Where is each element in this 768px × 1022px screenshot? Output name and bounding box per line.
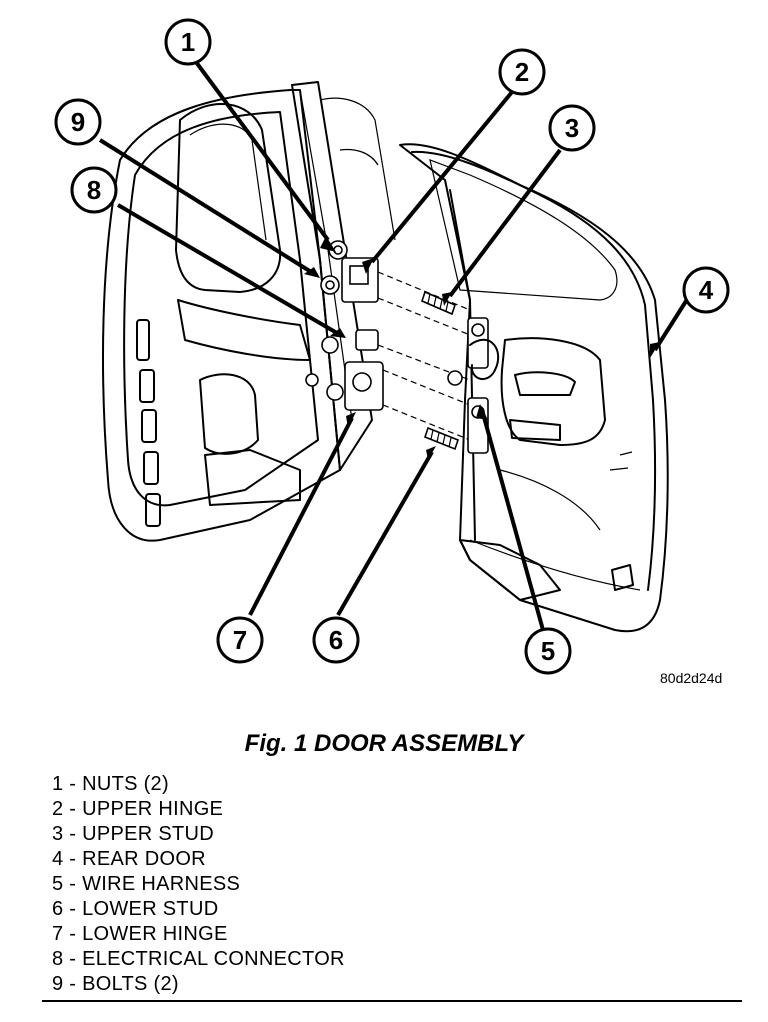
rear-door-illustration xyxy=(399,143,669,633)
callout-9-label: 9 xyxy=(71,107,85,137)
callout-2-label: 2 xyxy=(515,57,529,87)
callout-7-label: 7 xyxy=(233,625,247,655)
callout-9: 9 xyxy=(54,98,102,146)
callout-6-label: 6 xyxy=(329,625,343,655)
callout-7: 7 xyxy=(216,616,264,664)
callout-5-label: 5 xyxy=(541,636,555,666)
door-assembly-diagram: 1 2 3 4 5 6 7 8 9 xyxy=(54,18,730,675)
bottom-divider xyxy=(42,1000,742,1002)
callout-1-label: 1 xyxy=(181,27,195,57)
callout-5: 5 xyxy=(524,627,572,675)
legend-item: 9 - BOLTS (2) xyxy=(52,973,179,995)
callout-8-label: 8 xyxy=(87,175,101,205)
callout-4: 4 xyxy=(682,266,730,314)
callout-8: 8 xyxy=(70,166,118,214)
studs xyxy=(421,290,459,451)
callout-1: 1 xyxy=(164,18,212,66)
legend-item: 7 - LOWER HINGE xyxy=(52,923,228,945)
legend-item: 6 - LOWER STUD xyxy=(52,898,219,920)
figure-title: Fig. 1 DOOR ASSEMBLY xyxy=(244,730,524,757)
legend-item: 8 - ELECTRICAL CONNECTOR xyxy=(52,948,345,970)
legend-item: 2 - UPPER HINGE xyxy=(52,798,224,820)
callout-4-label: 4 xyxy=(699,275,714,305)
callout-3-label: 3 xyxy=(565,113,579,143)
legend-item: 4 - REAR DOOR xyxy=(52,848,206,870)
leader-lines xyxy=(98,60,690,631)
cab-body-illustration xyxy=(102,81,396,542)
callout-6: 6 xyxy=(312,616,360,664)
callout-3: 3 xyxy=(548,104,596,152)
callout-2: 2 xyxy=(498,48,546,96)
legend-list: 1 - NUTS (2) 2 - UPPER HINGE 3 - UPPER S… xyxy=(52,772,345,997)
legend-item: 5 - WIRE HARNESS xyxy=(52,873,241,895)
legend-item: 3 - UPPER STUD xyxy=(52,823,215,845)
legend-item: 1 - NUTS (2) xyxy=(52,773,169,795)
hinge-components xyxy=(305,240,384,411)
image-code: 80d2d24d xyxy=(660,670,723,686)
